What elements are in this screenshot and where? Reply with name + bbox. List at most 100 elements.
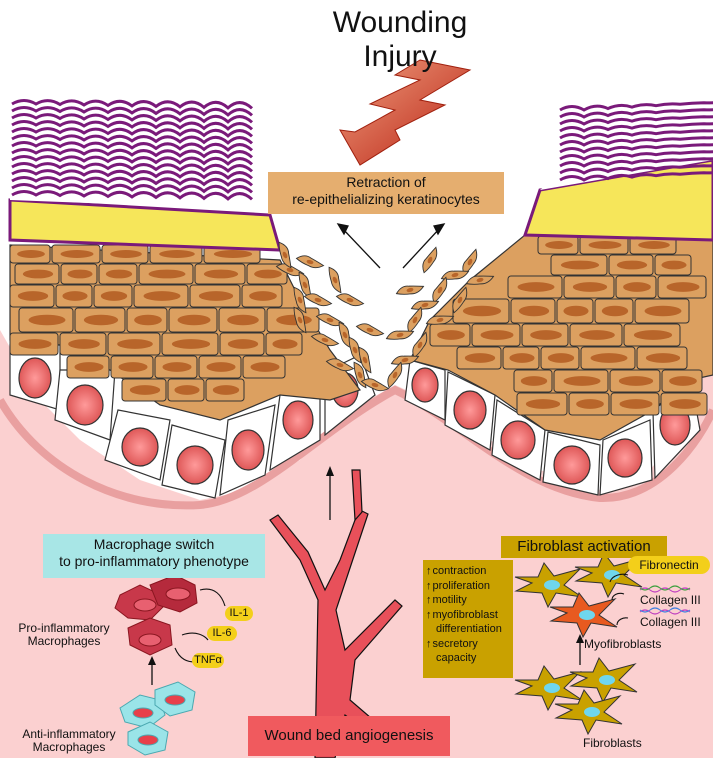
- effect-secretory: secretory: [426, 637, 510, 652]
- stratum-corneum-left: [10, 100, 270, 210]
- keratinocyte-nucleus: [437, 330, 465, 340]
- keratinocyte-nucleus: [634, 330, 672, 340]
- fibronectin-label: Fibronectin: [628, 556, 710, 574]
- keratinocyte-nucleus: [620, 399, 653, 409]
- keratinocyte-nucleus: [481, 330, 514, 340]
- fibroblast-nucleus: [579, 610, 595, 620]
- keratinocyte-nucleus: [563, 306, 588, 317]
- cytokine-il6: IL-6: [207, 626, 237, 641]
- keratinocyte-nucleus: [159, 250, 195, 258]
- collagen-label-b: Collagen III: [640, 616, 712, 629]
- keratinocyte-nucleus: [272, 339, 297, 349]
- keratinocyte-nucleus: [101, 291, 127, 301]
- keratinocyte-nucleus: [518, 282, 555, 292]
- keratinocyte-nucleus: [67, 270, 92, 279]
- keratinocyte-nucleus: [144, 291, 181, 301]
- keratinocyte-nucleus: [545, 241, 573, 249]
- keratinocyte-nucleus: [509, 353, 534, 363]
- cytokine-il1: IL-1: [225, 606, 253, 621]
- keratinocyte-nucleus: [61, 250, 94, 258]
- keratinocyte-nucleus: [645, 306, 682, 317]
- keratinocyte-nucleus: [669, 376, 697, 386]
- keratinocyte-nucleus: [162, 362, 191, 372]
- anti-inflammatory-label: Anti-inflammatory Macrophages: [8, 728, 130, 754]
- keratinocyte-nucleus: [619, 376, 653, 386]
- fibroblast-nucleus: [544, 683, 560, 693]
- macrophage-switch-box: Macrophage switch to pro-inflammatory ph…: [43, 534, 265, 578]
- keratinocyte-nucleus: [23, 270, 53, 279]
- keratinocyte-nucleus: [576, 399, 604, 409]
- keratinocyte-nucleus: [591, 353, 628, 363]
- keratinocyte-nucleus: [463, 306, 501, 317]
- angiogenesis-label-box: Wound bed angiogenesis: [248, 716, 450, 756]
- keratinocyte-nucleus: [521, 376, 547, 386]
- keratinocyte-nucleus: [172, 339, 210, 349]
- keratinocyte-nucleus: [667, 282, 700, 292]
- fibroblast-effects-list: contraction proliferation motility myofi…: [423, 560, 513, 678]
- fibroblast-nucleus: [599, 675, 615, 685]
- keratinocyte-nucleus: [199, 291, 233, 301]
- retraction-line-1: Retraction of: [268, 174, 504, 191]
- keratinocyte-nucleus: [17, 250, 45, 258]
- keratinocyte-nucleus: [254, 270, 282, 279]
- myofibroblasts-label: Myofibroblasts: [584, 638, 674, 651]
- keratinocyte-nucleus: [227, 315, 259, 326]
- keratinocyte-nucleus: [118, 362, 147, 372]
- keratinocyte-nucleus: [174, 385, 199, 395]
- keratinocyte-nucleus: [18, 291, 48, 301]
- title-line-2: Injury: [270, 40, 530, 74]
- lightning-bolt-icon: [340, 60, 470, 165]
- keratinocyte-nucleus: [530, 330, 562, 340]
- effect-myofibroblast: myofibroblast: [426, 608, 510, 623]
- keratinocyte-nucleus: [465, 353, 495, 363]
- fibroblasts-label: Fibroblasts: [583, 737, 663, 750]
- collagen-label-a: Collagen III: [640, 594, 712, 607]
- keratinocyte-nucleus: [646, 353, 680, 363]
- keratinocyte-nucleus: [130, 385, 160, 395]
- effect-contraction: contraction: [426, 564, 510, 579]
- keratinocyte-nucleus: [617, 261, 647, 270]
- keratinocyte-nucleus: [250, 362, 279, 372]
- fibroblast-activation-header: Fibroblast activation: [501, 536, 667, 558]
- diagram-title: Wounding Injury: [270, 6, 530, 74]
- effect-capacity: capacity: [426, 651, 510, 666]
- keratinocyte-nucleus: [178, 315, 211, 326]
- keratinocyte-nucleus: [68, 339, 100, 349]
- keratinocyte-nucleus: [117, 339, 153, 349]
- keratinocyte-nucleus: [213, 385, 239, 395]
- title-line-1: Wounding: [270, 6, 530, 40]
- keratinocyte-nucleus: [638, 241, 670, 249]
- keratinocyte-nucleus: [74, 362, 103, 372]
- keratinocyte-nucleus: [204, 270, 238, 279]
- keratinocyte-nucleus: [548, 353, 574, 363]
- keratinocyte-nucleus: [623, 282, 651, 292]
- keratinocyte-nucleus: [669, 399, 701, 409]
- keratinocyte-nucleus: [661, 261, 686, 270]
- keratinocyte-nucleus: [573, 282, 607, 292]
- keratinocyte-nucleus: [134, 315, 162, 326]
- keratinocyte-nucleus: [206, 362, 235, 372]
- keratinocyte-nucleus: [276, 315, 312, 326]
- effect-motility: motility: [426, 593, 510, 608]
- effect-differentiation: differentiation: [426, 622, 510, 637]
- keratinocyte-nucleus: [589, 241, 622, 249]
- keratinocyte-nucleus: [29, 315, 66, 326]
- switch-line-1: Macrophage switch: [43, 536, 265, 553]
- pro-inflammatory-label: Pro-inflammatory Macrophages: [8, 622, 120, 648]
- keratinocyte-nucleus: [526, 399, 560, 409]
- pro-label-line-2: Macrophages: [8, 635, 120, 648]
- fibroblast-nucleus: [544, 580, 560, 590]
- keratinocyte-nucleus: [110, 250, 142, 258]
- cytokine-tnfa: TNFα: [192, 653, 224, 668]
- keratinocyte-nucleus: [62, 291, 87, 301]
- keratinocyte-nucleus: [564, 376, 601, 386]
- keratinocyte-nucleus: [249, 291, 277, 301]
- keratinocyte-nucleus: [19, 339, 52, 349]
- retraction-line-2: re-epithelializing keratinocytes: [268, 191, 504, 208]
- keratinocyte-nucleus: [519, 306, 549, 317]
- keratinocyte-nucleus: [84, 315, 118, 326]
- switch-line-2: to pro-inflammatory phenotype: [43, 553, 265, 570]
- keratinocyte-nucleus: [561, 261, 599, 270]
- keratinocyte-nucleus: [214, 250, 252, 258]
